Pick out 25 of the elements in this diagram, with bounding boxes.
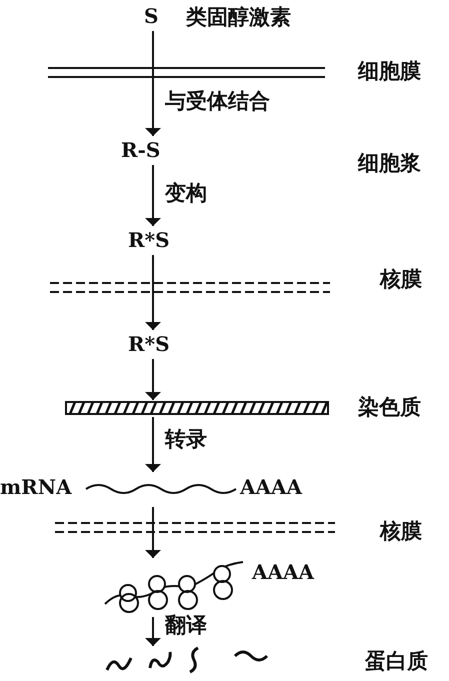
arrow [145,417,161,472]
side-label: 核膜 [380,518,422,544]
complex-label: R-S [121,138,160,162]
arrow [145,617,161,646]
side-label: 核膜 [380,266,422,292]
edge-label: 转录 [165,426,207,452]
edge-label: 与受体结合 [165,88,270,114]
edge-label: 变构 [165,180,207,206]
arrow [145,165,161,226]
arrow [145,507,161,558]
hormone-symbol: S [144,4,158,28]
poly-a-tail: AAAA [252,560,314,584]
strand-label: mRNA [0,475,72,499]
arrow [145,255,161,330]
side-label: 蛋白质 [365,648,428,674]
poly-a-tail: AAAA [240,475,302,499]
side-label: 染色质 [358,394,421,420]
side-label: 细胞膜 [358,58,421,84]
side-label: 类固醇激素 [186,4,291,30]
complex-label: R*S [128,228,170,252]
arrow [145,31,161,136]
side-label: 细胞浆 [358,150,421,176]
arrow [145,359,161,400]
complex-label: R*S [128,332,170,356]
edge-label: 翻译 [165,612,207,638]
